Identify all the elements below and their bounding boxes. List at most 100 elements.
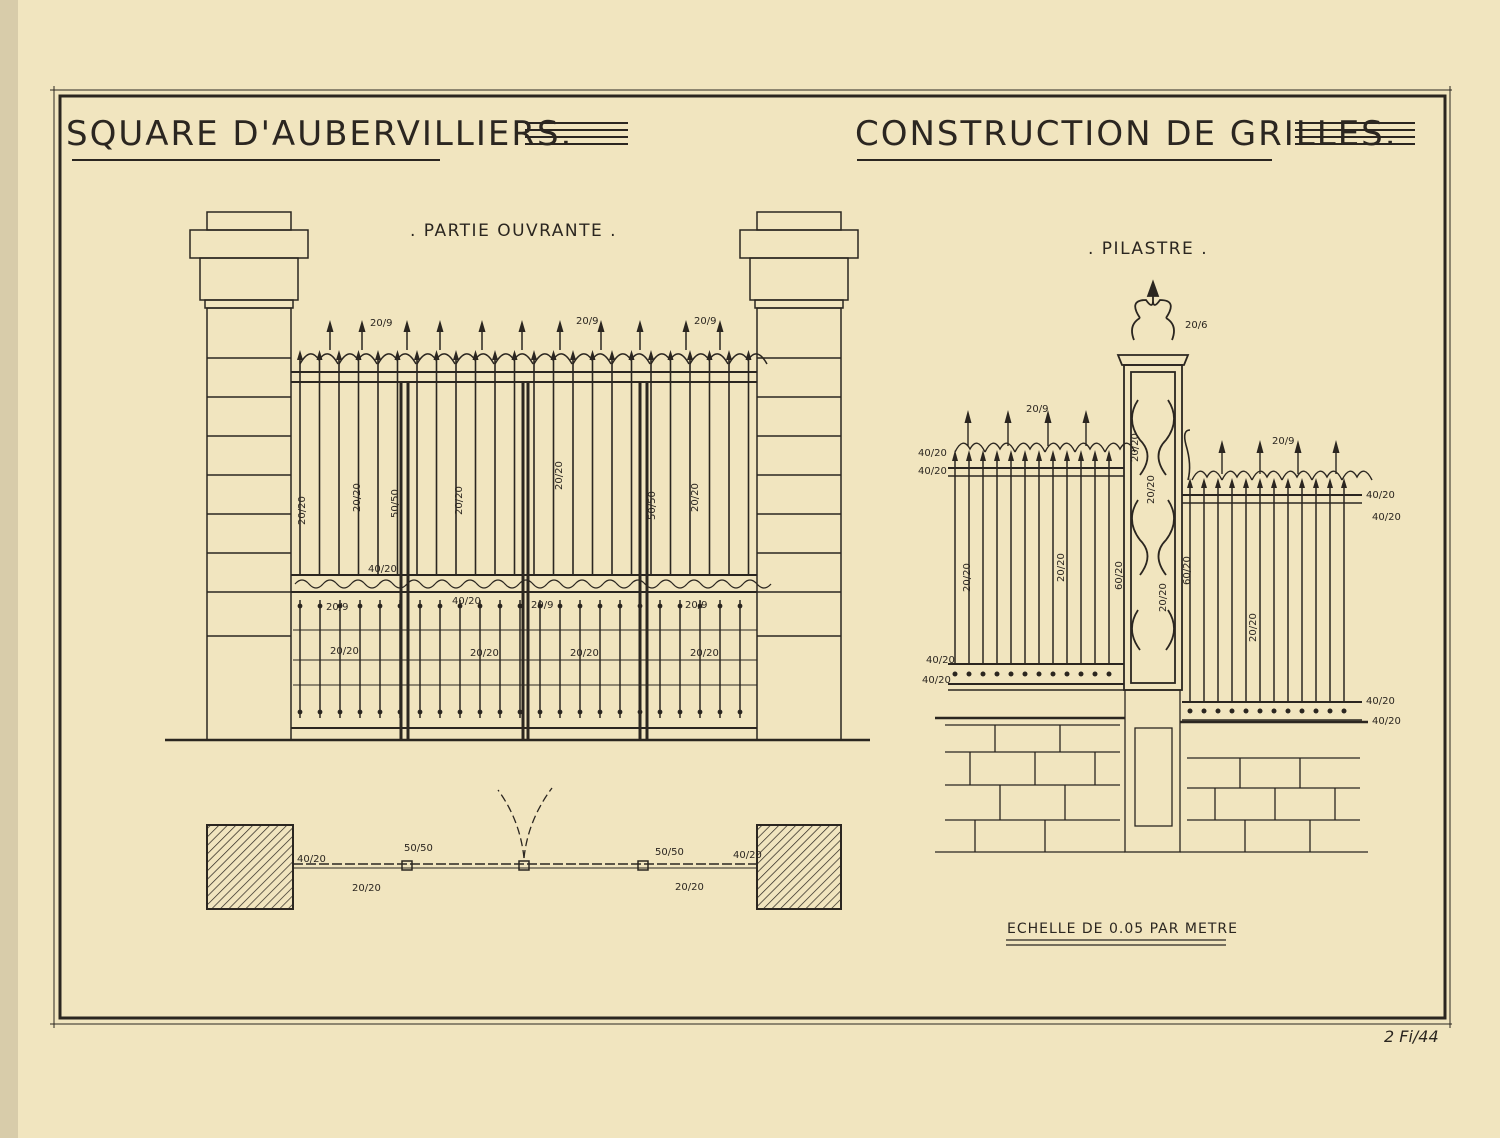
lower-knob [697, 709, 703, 715]
pil-right-scroll [1191, 470, 1223, 481]
dim-bar-7: 20/20 [690, 483, 701, 512]
lower-knob [397, 603, 403, 609]
title-left: SQUARE D'AUBERVILLIERS. [66, 114, 573, 154]
lower-knob [357, 603, 363, 609]
pdim-r2: 40/20 [1372, 512, 1401, 523]
pil-right-scroll [1281, 470, 1313, 481]
frieze-scroll [630, 579, 660, 589]
pil-right-knob [1257, 708, 1263, 714]
spear-tip [336, 350, 342, 360]
lower-knob [537, 709, 543, 715]
frieze-scroll [658, 579, 688, 589]
lower-knob [337, 603, 343, 609]
pil-left-tip [966, 450, 972, 461]
dim-top-1: 20/9 [370, 318, 392, 329]
pil-right-tip [1257, 478, 1263, 488]
cresting-tip [636, 320, 644, 332]
cresting-scroll [299, 353, 339, 365]
dim-low-1: 20/20 [330, 646, 359, 657]
pil-left-knob [966, 671, 972, 677]
plan-post-1 [401, 860, 413, 871]
plan-dim-2: 50/50 [404, 843, 433, 854]
pil-left-finial-tip [1044, 410, 1052, 423]
lower-knob [377, 709, 383, 715]
gate-cresting [294, 320, 772, 589]
pdim-rt: 20/9 [1272, 436, 1294, 447]
pil-left-finial-tip [1004, 410, 1012, 423]
frieze-scroll [546, 579, 576, 589]
frieze-scroll [406, 579, 436, 589]
pdim-lb2: 40/20 [922, 675, 951, 686]
spear-tip [687, 350, 693, 360]
cresting-scroll [728, 353, 768, 365]
pil-left-tip [994, 450, 1000, 461]
spear-tip [531, 350, 537, 360]
pil-right-knob [1299, 708, 1305, 714]
pdim-lbar2: 20/20 [1056, 553, 1067, 582]
pil-left-knob [1092, 671, 1098, 677]
pil-right-tip [1285, 478, 1291, 488]
spear-tip [414, 350, 420, 360]
cresting-tip [556, 320, 564, 332]
spear-tip [648, 350, 654, 360]
section-label-pilaster: . PILASTRE . [1088, 239, 1208, 259]
pil-left-scroll [1104, 442, 1136, 453]
lower-knob [577, 603, 583, 609]
plan-pier-right [756, 824, 842, 910]
lower-knob [457, 603, 463, 609]
cresting-tip [403, 320, 411, 332]
pilaster-elevation: 20/6 20/9 40/20 40/20 20/20 20/20 40/20 … [918, 279, 1401, 853]
pdim-c1: 20/20 [1130, 433, 1141, 462]
cresting-tip [326, 320, 334, 332]
dim-bar-1: 20/20 [297, 496, 308, 525]
plan-post-2 [518, 860, 530, 871]
pil-left-tip [1008, 450, 1014, 461]
lower-knob [557, 603, 563, 609]
lower-knob [497, 603, 503, 609]
pil-right-tip [1341, 478, 1347, 488]
pdim-rb2: 40/20 [1372, 716, 1401, 727]
dim-top-3: 20/9 [694, 316, 716, 327]
cresting-scroll [572, 353, 612, 365]
cresting-scroll [533, 353, 573, 365]
pil-right-knob [1341, 708, 1347, 714]
pil-left-knob [952, 671, 958, 677]
pil-right-knob [1243, 708, 1249, 714]
lower-knob [597, 709, 603, 715]
cresting-scroll [455, 353, 495, 365]
frieze-scroll [378, 579, 408, 589]
cresting-scroll [338, 353, 378, 365]
pdim-rb1: 40/20 [1366, 696, 1395, 707]
lower-knob [417, 709, 423, 715]
frieze-scroll [434, 579, 464, 589]
pil-right-knob [1229, 708, 1235, 714]
dim-rail-2: 40/20 [452, 596, 481, 607]
lower-knob [637, 709, 643, 715]
border-frame [50, 86, 1452, 1028]
dim-top-2: 20/9 [576, 316, 598, 327]
pil-right-tip [1243, 478, 1249, 488]
cresting-scroll [416, 353, 456, 365]
pilaster-column [1116, 279, 1190, 691]
dim-s-2: 20/9 [531, 600, 553, 611]
pdim-r3: 60/20 [1182, 556, 1193, 585]
plan-post-3 [637, 860, 649, 871]
cresting-scroll [494, 353, 534, 365]
cresting-tip [358, 320, 366, 332]
pil-right-knob [1327, 708, 1333, 714]
frieze-scroll [462, 579, 492, 589]
lower-knob [337, 709, 343, 715]
pdim-c3: 60/20 [1114, 561, 1125, 590]
lower-knob [617, 603, 623, 609]
pil-left-tip [1078, 450, 1084, 461]
pil-right-knob [1313, 708, 1319, 714]
gate-plan: 40/20 50/50 20/20 50/50 20/20 40/20 [206, 787, 842, 910]
pil-right-knob [1187, 708, 1193, 714]
cresting-tip [478, 320, 486, 332]
cresting-scroll [611, 353, 651, 365]
frieze-scroll [742, 579, 772, 589]
frieze-scroll [686, 579, 716, 589]
pil-left-tip [952, 450, 958, 461]
pdim-finial: 20/6 [1185, 320, 1207, 331]
